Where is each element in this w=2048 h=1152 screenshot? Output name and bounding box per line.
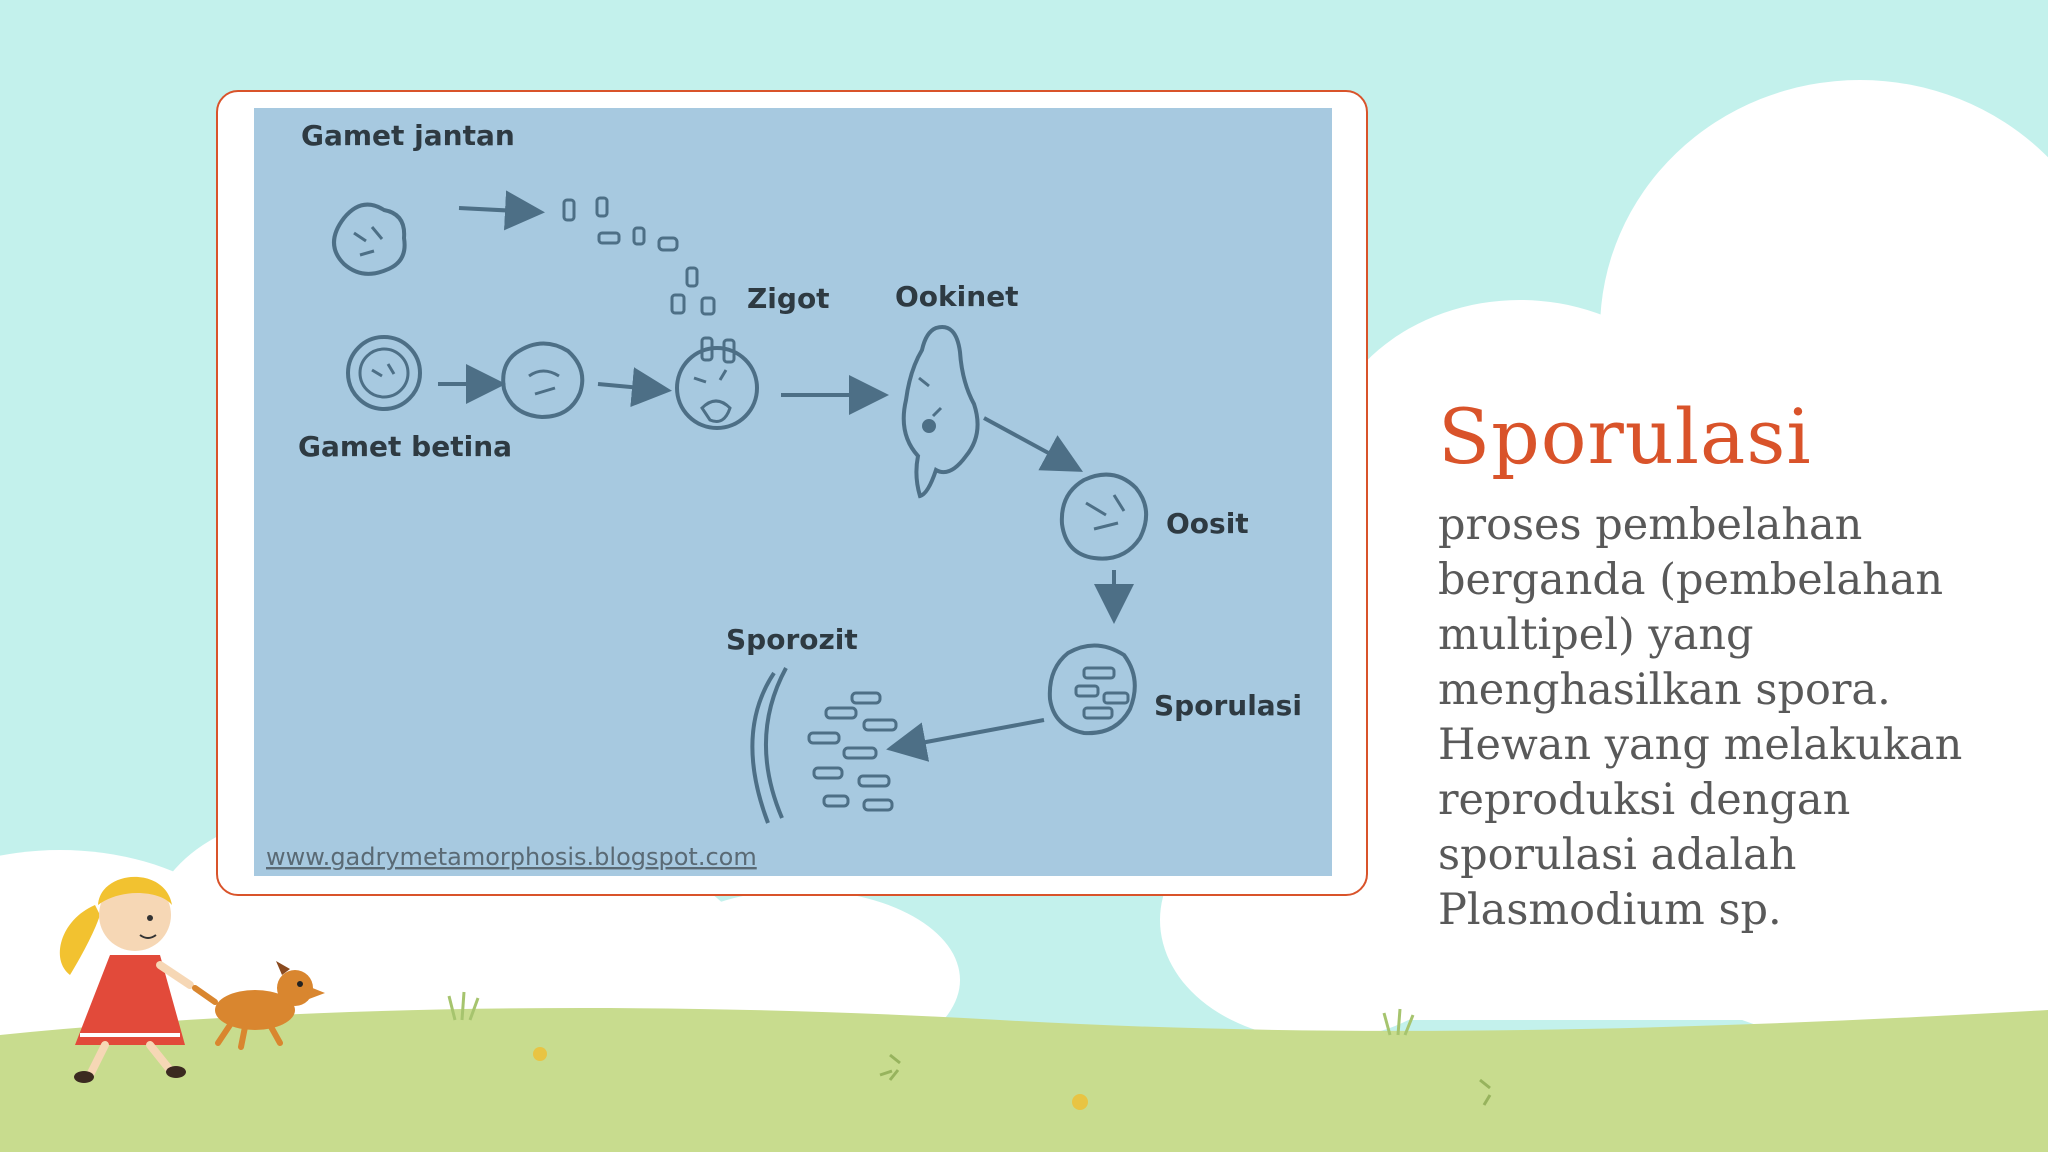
- oosit-cell: [1059, 472, 1148, 561]
- arrow-ookinet-to-oosit: [983, 416, 1084, 472]
- grass-tufts: [447, 991, 1415, 1036]
- sporulasi-cell: [1047, 643, 1137, 736]
- dog-illustration: [192, 961, 325, 1050]
- arrow-sporulasi-to-sporozit: [886, 718, 1045, 762]
- plasmodium-life-cycle-diagram: Gamet jantan Gamet betina Zigot Ookinet …: [254, 108, 1332, 876]
- sporozit-group: [750, 667, 898, 824]
- label-gamet-betina: Gamet betina: [298, 430, 512, 463]
- label-oosit: Oosit: [1166, 507, 1249, 540]
- arrow-jantan-to-gametes: [458, 190, 545, 231]
- zigot-cell: [675, 346, 759, 430]
- image-credit: www.gadrymetamorphosis.blogspot.com: [266, 843, 757, 871]
- girl-illustration: [59, 876, 194, 1083]
- flowers: [533, 1047, 1492, 1110]
- label-sporozit: Sporozit: [726, 623, 858, 656]
- label-ookinet: Ookinet: [895, 280, 1019, 313]
- label-sporulasi: Sporulasi: [1154, 689, 1302, 722]
- slide-body-text: proses pembelahan berganda (pembelahan m…: [1438, 500, 1963, 935]
- diagram-background: [254, 108, 1332, 876]
- arrow-maturing-to-zigot: [597, 367, 672, 408]
- grass-hill: [0, 1008, 2048, 1152]
- gamet-jantan-cell: [332, 202, 407, 276]
- slide-title: Sporulasi: [1438, 392, 1812, 481]
- label-zigot: Zigot: [747, 282, 830, 315]
- ookinet-cell: [901, 325, 980, 499]
- gamet-betina-cell: [346, 335, 422, 411]
- label-gamet-jantan: Gamet jantan: [301, 119, 515, 152]
